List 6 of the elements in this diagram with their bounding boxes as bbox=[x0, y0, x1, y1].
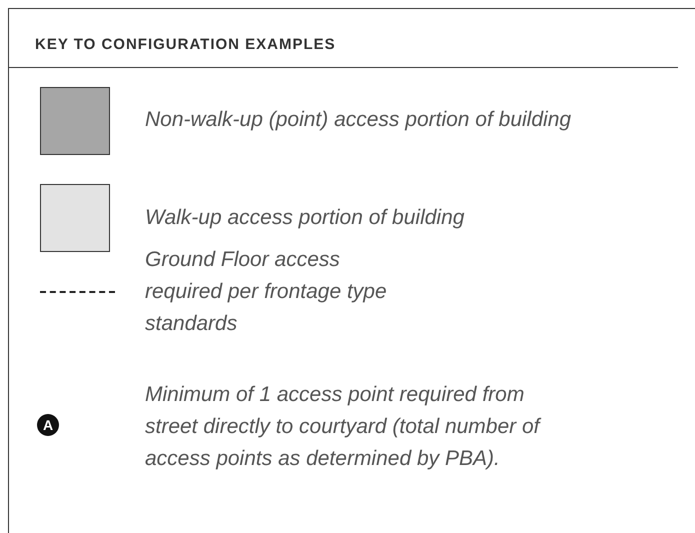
callout-marker: A bbox=[37, 414, 59, 436]
legend-text: Ground Floor access required per frontage type standards bbox=[145, 247, 388, 337]
legend-text: Minimum of 1 access point required from street directly to courtyard (total number of access points as determined by PBA). bbox=[145, 382, 542, 472]
legend-text: Walk-up access portion of building bbox=[145, 205, 466, 231]
legend-text: Non-walk-up (point) access portion of building bbox=[145, 107, 572, 133]
legend-title: KEY TO CONFIGURATION EXAMPLES bbox=[35, 36, 336, 53]
